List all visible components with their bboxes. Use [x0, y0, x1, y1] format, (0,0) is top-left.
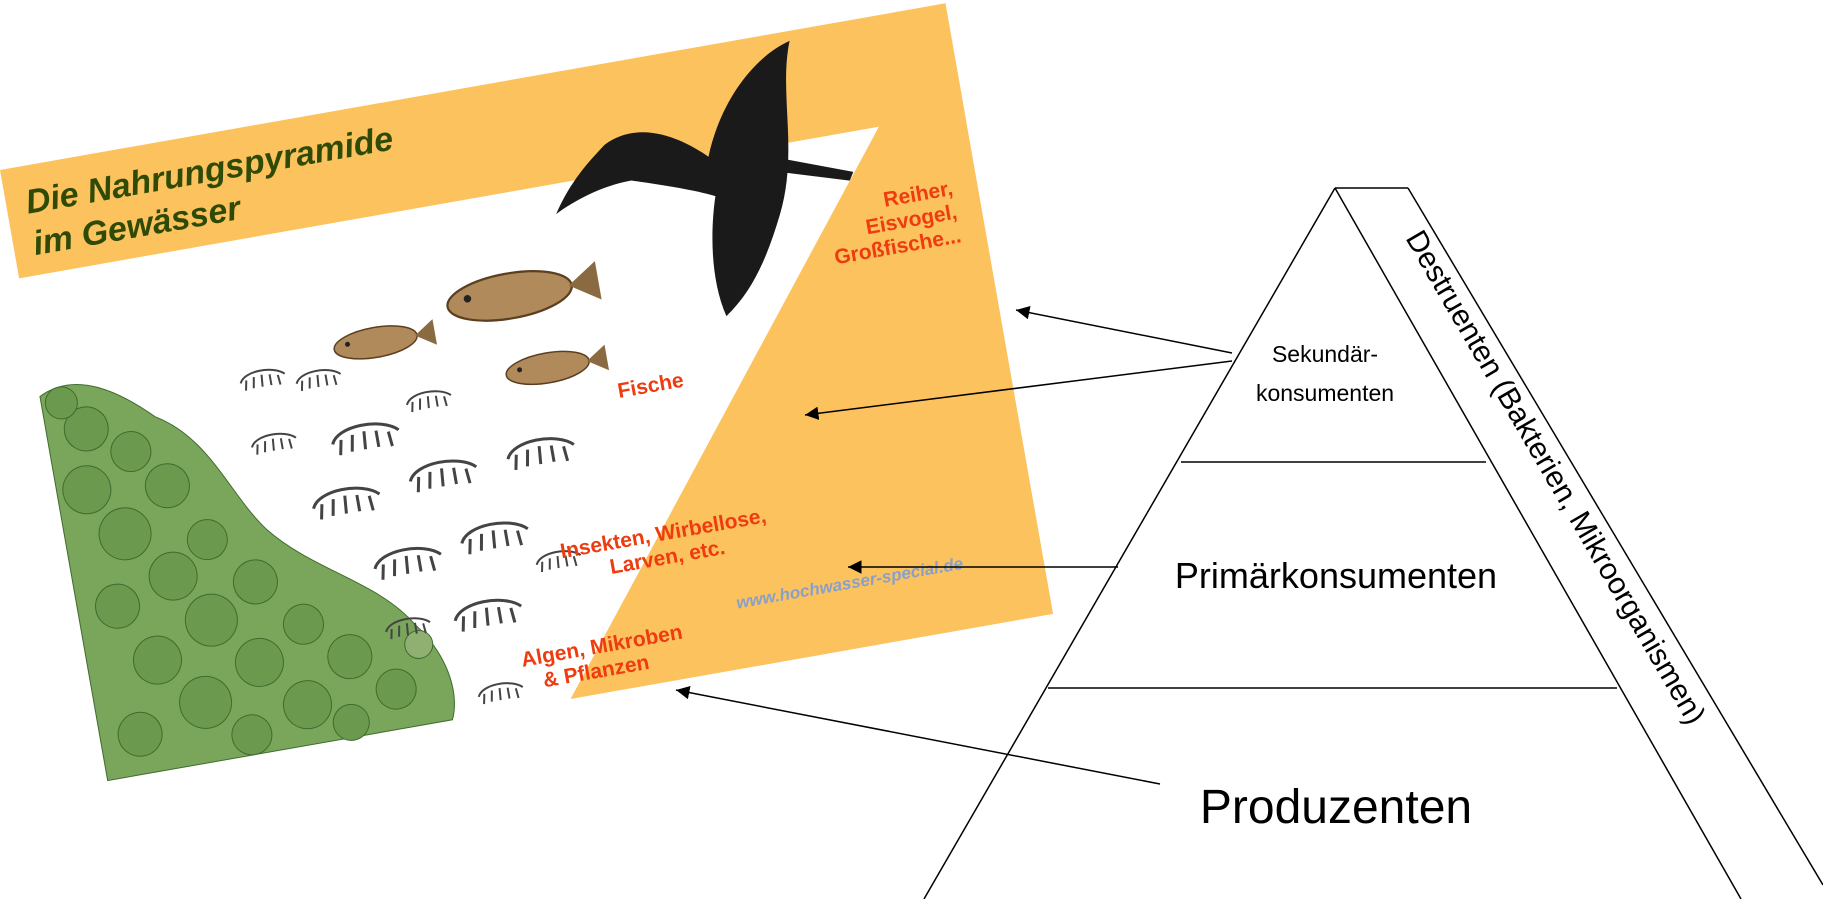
pyramid-label-primary: Primärkonsumenten [1175, 555, 1497, 596]
food-pyramid-card: Die Nahrungspyramide im Gewässer [0, 3, 1054, 783]
arrow-secondary-to-top-consumers [1016, 310, 1232, 353]
pyramid-label-producers: Produzenten [1200, 781, 1472, 834]
arrow-producers-to-algae [676, 690, 1160, 784]
pyramid-label-secondary-line-2: konsumenten [1256, 380, 1394, 406]
pyramid-label-secondary: Sekundär- konsumenten [1256, 341, 1394, 406]
pyramid-label-decomposers: Destruenten (Bakterien, Mikroorganismen) [1399, 225, 1712, 730]
pyramid-label-secondary-line-1: Sekundär- [1272, 341, 1378, 367]
